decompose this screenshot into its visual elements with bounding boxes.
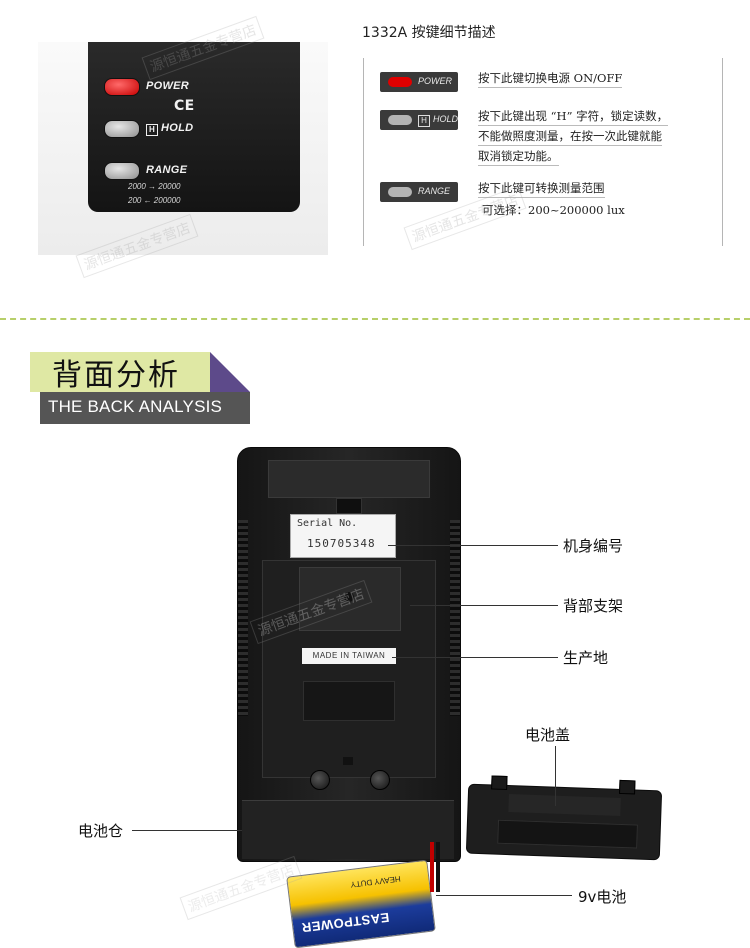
right-grip <box>450 520 460 716</box>
cover-tab-right <box>619 779 636 795</box>
callout-cover: 电池盖 <box>525 726 571 744</box>
callout-line-origin <box>392 657 558 658</box>
left-grip <box>238 520 248 716</box>
callout-line-serial <box>388 545 558 546</box>
made-in-label: MADE IN TAIWAN <box>302 648 396 664</box>
power-description: 按下此键切换电源 ON/OFF <box>478 70 623 88</box>
header-background <box>30 352 210 392</box>
hold-description-3: 取消锁定功能。 <box>478 148 559 166</box>
serial-title: Serial No. <box>297 518 358 529</box>
hold-pill-icon <box>388 115 412 125</box>
callout-line-compartment <box>132 830 242 831</box>
ce-mark: CE <box>174 98 195 114</box>
9v-battery: HEAVY DUTY EASTPOWER <box>286 859 436 948</box>
section-title-cn: 背面分析 <box>52 358 180 393</box>
battery-duty: HEAVY DUTY <box>350 874 402 890</box>
range-pill-icon <box>388 187 412 197</box>
header-accent-triangle <box>210 352 250 392</box>
callout-origin: 生产地 <box>563 649 609 667</box>
battery-cover <box>465 775 663 861</box>
battery-compartment <box>242 800 454 859</box>
range-row-1: 2000 → 20000 <box>128 182 181 191</box>
stand-tab <box>299 567 401 631</box>
section-divider <box>0 318 750 320</box>
hold-description-2: 不能做照度测量，在按一次此键就能 <box>478 128 662 146</box>
stand-lower-recess <box>303 681 395 721</box>
battery-brand: EASTPOWER <box>300 909 391 936</box>
range-button-icon: RANGE <box>380 182 458 202</box>
range-description-1: 按下此键可转换测量范围 <box>478 180 605 198</box>
range-row-2: 200 ← 200000 <box>128 196 181 205</box>
cover-tab-left <box>491 775 508 790</box>
range-description-2: 可选择：200~200000 lux <box>482 203 625 217</box>
callout-serial: 机身编号 <box>563 537 624 555</box>
top-slot <box>268 460 430 498</box>
cover-strip <box>497 819 638 849</box>
callout-stand: 背部支架 <box>563 597 624 615</box>
watermark: 源恒通五金专营店 <box>179 855 303 921</box>
stand-notch <box>343 757 353 765</box>
hold-icon: H <box>146 124 158 136</box>
callout-battery: 9v电池 <box>578 888 627 906</box>
description-title: 1332A 按键细节描述 <box>362 25 496 41</box>
power-pill-icon <box>388 77 412 87</box>
latch <box>336 498 362 514</box>
callout-line-stand <box>410 605 558 606</box>
watermark: 源恒通五金专营店 <box>75 213 199 279</box>
back-stand <box>262 560 436 778</box>
section-title-en: THE BACK ANALYSIS <box>48 397 223 416</box>
screw-left <box>310 770 330 790</box>
battery-wire-black <box>436 842 440 892</box>
hold-description-1: 按下此键出现 “H” 字符，锁定读数， <box>478 108 669 126</box>
hold-button <box>104 120 140 138</box>
power-button-icon: POWER <box>380 72 458 92</box>
range-label: RANGE <box>146 164 188 176</box>
callout-line-battery <box>436 895 572 896</box>
serial-label: Serial No. 150705348 <box>290 514 396 558</box>
header-en-background <box>40 392 250 424</box>
cover-warning-text-area <box>508 794 621 816</box>
stand-hole <box>344 592 354 602</box>
power-label: POWER <box>146 80 190 92</box>
battery-wire-red <box>430 842 434 892</box>
power-button <box>104 78 140 96</box>
callout-compartment: 电池仓 <box>78 822 124 840</box>
meter-back-photo: Serial No. 150705348 MADE IN TAIWAN <box>237 447 461 862</box>
callout-line-cover <box>555 746 556 806</box>
serial-value: 150705348 <box>307 537 376 550</box>
screw-right <box>370 770 390 790</box>
range-button <box>104 162 140 180</box>
